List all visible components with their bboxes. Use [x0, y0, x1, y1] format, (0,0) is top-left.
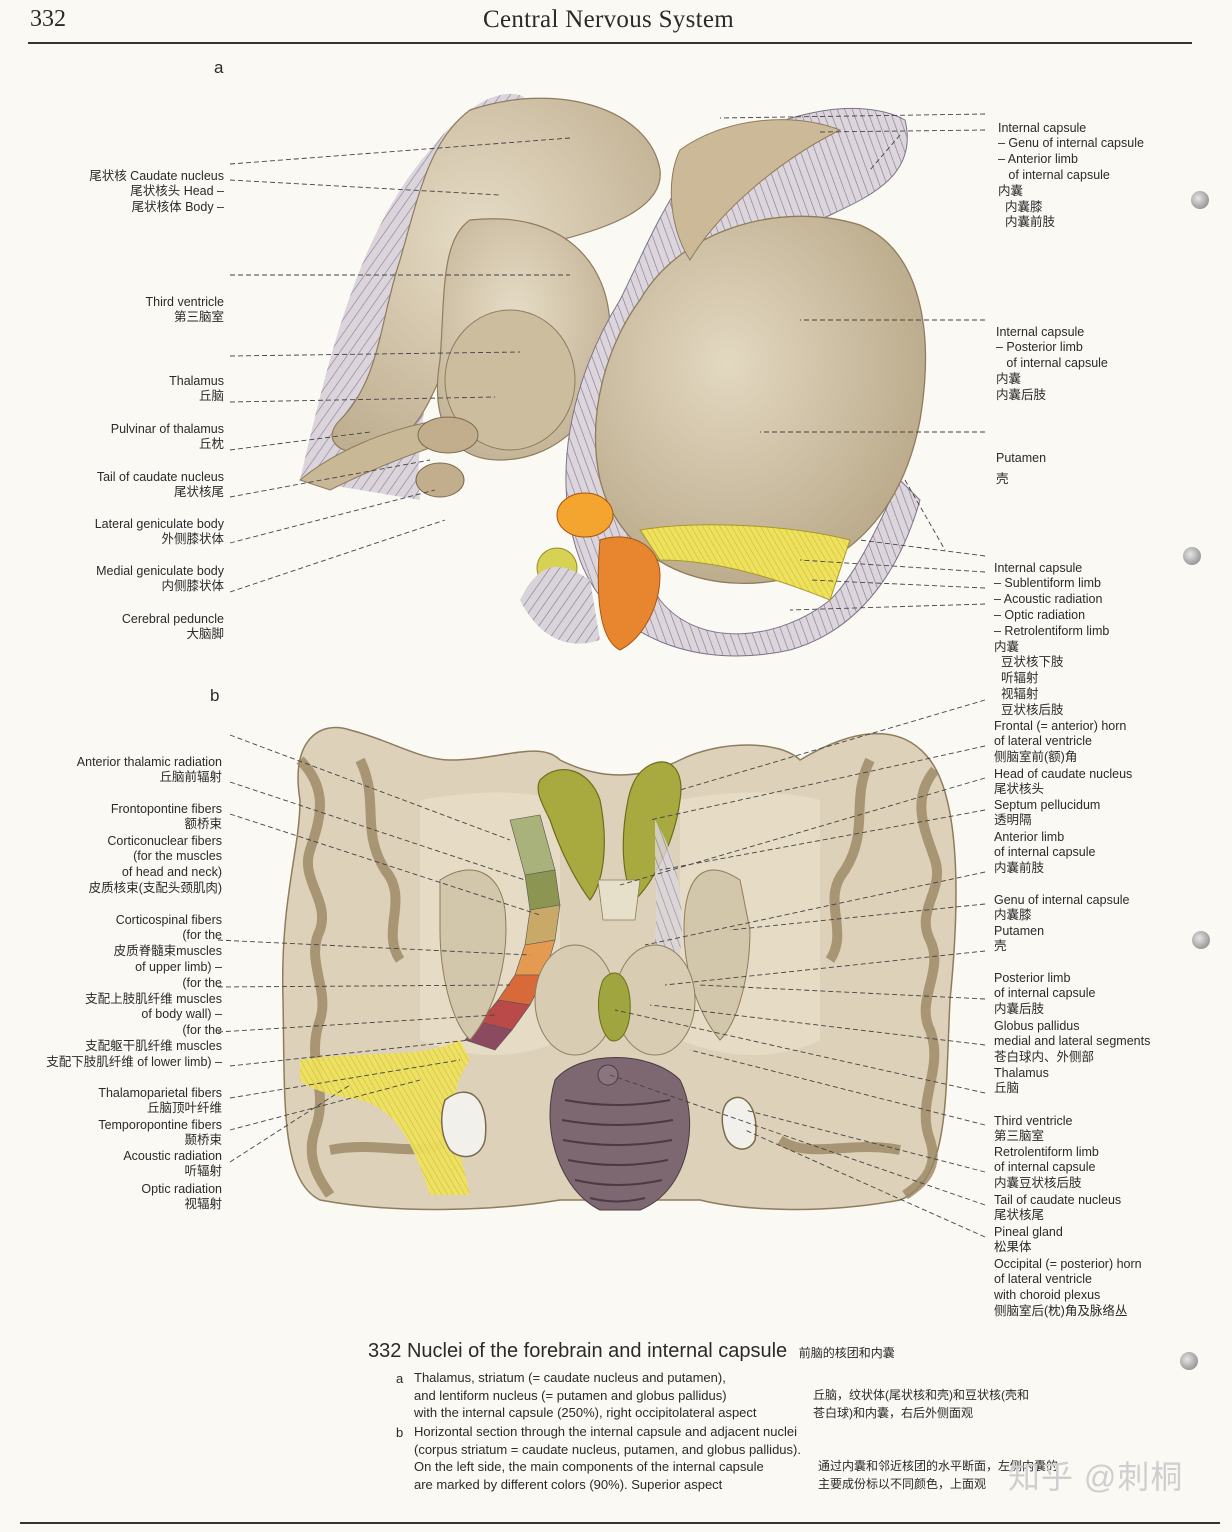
label-internal-capsule-genu-anterior: Internal capsule– Genu of internal capsu… [998, 120, 1144, 230]
binder-hole [1191, 191, 1209, 209]
watermark: 知乎 @刺桐 [1008, 1459, 1184, 1495]
label-internal-capsule-sublentiform: Internal capsule– Sublentiform limb– Aco… [994, 560, 1110, 717]
footer-rule [20, 1522, 1220, 1524]
panel-b-drawing [217, 699, 986, 1238]
caption-item-b-text: Horizontal section through the internal … [414, 1424, 801, 1492]
figure-title-cn: 前脑的核团和内囊 [798, 1346, 895, 1360]
figure-number: 332 [368, 1340, 402, 1362]
binder-hole [1192, 931, 1210, 949]
figure-title: Nuclei of the forebrain and internal cap… [406, 1340, 788, 1362]
page-header-title: Central Nervous System [483, 6, 735, 33]
caption-item-a-letter: a [396, 1371, 404, 1386]
caption-item-a-cn: 丘脑，纹状体(尾状核和壳)和豆状核(壳和 苍白球)和内囊，右后外侧面观 [813, 1388, 1029, 1420]
page-number: 332 [30, 6, 66, 32]
figure-caption-title: 332 Nuclei of the forebrain and internal… [368, 1340, 895, 1363]
header-rule [28, 42, 1192, 44]
panel-b-letter: b [210, 686, 220, 705]
panel-a-drawing [229, 93, 986, 657]
label-internal-capsule-posterior: Internal capsule– Posterior limb of inte… [996, 324, 1108, 402]
binder-hole [1183, 547, 1201, 565]
caption-item-b-letter: b [396, 1425, 404, 1440]
caption-item-a-text: Thalamus, striatum (= caudate nucleus an… [414, 1370, 757, 1420]
caption-item-b-cn: 通过内囊和邻近核团的水平断面，左侧内囊的 主要成份标以不同颜色，上面观 [818, 1459, 1059, 1491]
binder-hole [1180, 1352, 1198, 1370]
panel-a-letter: a [214, 58, 224, 77]
